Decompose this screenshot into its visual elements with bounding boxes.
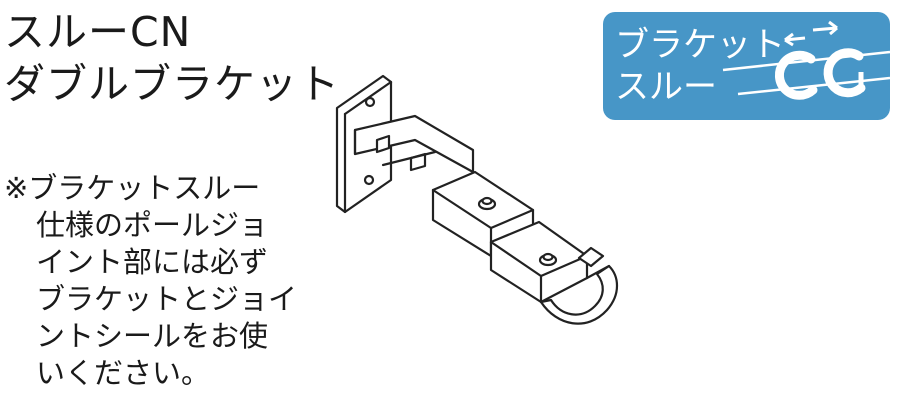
ring-runner-pass-through-icon xyxy=(722,20,890,100)
product-title: スルーCN ダブルブラケット xyxy=(4,6,340,110)
note-line-2: 仕様のポールジョ xyxy=(36,208,269,242)
note-line-4: ブラケットとジョイ xyxy=(36,282,298,316)
product-title-line-2: ダブルブラケット xyxy=(4,60,340,108)
badge-label: ブラケット スルー xyxy=(615,24,785,108)
note-line-1: ※ブラケットスルー xyxy=(4,171,261,205)
note-line-6: いください。 xyxy=(36,356,211,390)
note-line-3: イント部には必ず xyxy=(36,245,269,279)
product-title-line-1: スルーCN xyxy=(4,8,192,56)
usage-note: ※ブラケットスルー 仕様のポールジョ イント部には必ず ブラケットとジョイ ント… xyxy=(4,170,297,392)
bracket-through-badge: ブラケット スルー xyxy=(603,12,890,120)
note-line-5: ントシールをお使 xyxy=(36,319,269,353)
badge-label-line-2: スルー xyxy=(615,67,717,107)
badge-label-line-1: ブラケット xyxy=(615,25,785,65)
double-bracket-illustration xyxy=(335,74,619,325)
